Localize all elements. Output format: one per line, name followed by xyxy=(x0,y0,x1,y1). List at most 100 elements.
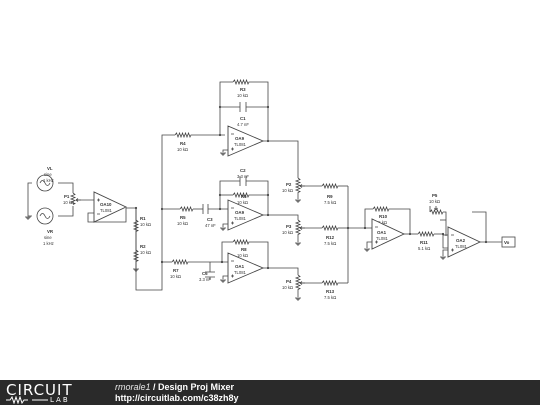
opamp-oa10[interactable] xyxy=(93,191,128,223)
circuitlab-logo[interactable]: CIRCUIT LAB xyxy=(6,381,106,404)
capacitor-c3[interactable] xyxy=(202,204,209,214)
r8-name: R8 xyxy=(241,247,247,252)
source-vr-waveform: sine xyxy=(44,235,52,240)
resistor-r1[interactable] xyxy=(132,219,140,236)
source-vl[interactable] xyxy=(36,174,54,192)
r3-value: 10 kΩ xyxy=(237,93,248,98)
p2-value: 10 kΩ xyxy=(282,188,293,193)
potentiometer-p5[interactable] xyxy=(429,206,444,216)
source-vr-name: VR xyxy=(47,229,54,234)
potentiometer-p2[interactable] xyxy=(294,177,305,193)
p1-name: P1 xyxy=(64,194,70,199)
p4-value: 10 kΩ xyxy=(282,285,293,290)
resistor-r9[interactable] xyxy=(321,182,339,190)
p3-value: 10 kΩ xyxy=(282,230,293,235)
resistor-r4[interactable] xyxy=(174,131,193,139)
opamp-oa9-mid[interactable] xyxy=(227,199,265,231)
output-terminal-vo[interactable] xyxy=(501,236,516,248)
c2-value: 3.3 nF xyxy=(237,174,249,179)
resistor-r6[interactable] xyxy=(232,191,250,199)
r9-value: 7.5 kΩ xyxy=(324,200,336,205)
r6-value: 10 kΩ xyxy=(237,200,248,205)
r9-name: R9 xyxy=(327,194,333,199)
opamp-oa1-bottom[interactable] xyxy=(227,252,265,284)
p1-value: 10 kΩ xyxy=(63,200,74,205)
project-url[interactable]: http://circuitlab.com/c38zh8y xyxy=(115,393,239,403)
oa1-bottom-name: OA1 xyxy=(235,264,245,269)
author-name[interactable]: rmorale1 xyxy=(115,382,151,392)
resistor-r10[interactable] xyxy=(372,205,390,213)
r5-value: 10 kΩ xyxy=(177,221,188,226)
resistor-r11[interactable] xyxy=(417,230,435,238)
vo-label: Vo xyxy=(504,240,510,245)
schematic-canvas: VL sine 1 kHz VR sine 1 kHz P1 10 kΩ OA1… xyxy=(25,78,516,301)
c3-name: C3 xyxy=(207,217,213,222)
project-title: Design Proj Mixer xyxy=(158,382,235,392)
resistor-r8[interactable] xyxy=(232,238,250,246)
logo-wave-icon xyxy=(6,396,48,404)
resistor-r5[interactable] xyxy=(179,205,194,213)
resistor-r13[interactable] xyxy=(321,279,339,287)
r3-name: R3 xyxy=(240,87,246,92)
r11-value: 5.1 kΩ xyxy=(418,246,430,251)
r10-value: 15 kΩ xyxy=(376,220,387,225)
oa1-summing-name: OA1 xyxy=(377,230,387,235)
capacitor-c6[interactable] xyxy=(205,271,215,280)
opamp-oa1-summing[interactable] xyxy=(371,218,406,250)
capacitor-c2[interactable] xyxy=(239,176,247,186)
c3-value: 47 nF xyxy=(205,223,216,228)
oa1-summing-value: TL081 xyxy=(376,236,389,241)
opamp-oa9-top[interactable] xyxy=(227,125,265,157)
p5-name: P5 xyxy=(432,193,438,198)
r12-value: 7.5 kΩ xyxy=(324,241,336,246)
resistor-r2[interactable] xyxy=(132,249,140,268)
ground-symbols xyxy=(25,152,446,301)
potentiometer-p4[interactable] xyxy=(294,274,305,290)
source-vr-freq: 1 kHz xyxy=(43,241,54,246)
c6-name: C6 xyxy=(202,271,208,276)
c2-name: C2 xyxy=(240,168,246,173)
oa10-name: OA10 xyxy=(100,202,112,207)
source-vl-name: VL xyxy=(47,166,53,171)
logo-lab-text: LAB xyxy=(50,396,70,404)
r5-name: R5 xyxy=(180,215,186,220)
source-vr[interactable] xyxy=(36,207,54,225)
p5-value: 10 kΩ xyxy=(429,199,440,204)
logo-circuit-text: CIRCUIT xyxy=(6,381,73,399)
oa2-name: OA2 xyxy=(456,238,466,243)
r6-name: R6 xyxy=(241,194,247,199)
source-vl-freq: 1 kHz xyxy=(43,178,54,183)
r10-name: R10 xyxy=(379,214,388,219)
r4-value: 10 kΩ xyxy=(177,147,188,152)
project-title-line: rmorale1 / Design Proj Mixer xyxy=(115,382,234,392)
potentiometer-p1[interactable] xyxy=(69,192,81,205)
r7-value: 10 kΩ xyxy=(170,274,181,279)
resistor-r3[interactable] xyxy=(232,78,250,86)
wire-network xyxy=(27,81,502,297)
p3-name: P3 xyxy=(286,224,292,229)
r11-name: R11 xyxy=(420,240,428,245)
opamp-oa2[interactable] xyxy=(447,226,482,258)
resistor-r12[interactable] xyxy=(321,224,339,232)
r8-value: 10 kΩ xyxy=(237,253,248,258)
c6-value: 3.3 nF xyxy=(199,277,211,282)
r2-value: 10 kΩ xyxy=(140,250,151,255)
r1-name: R1 xyxy=(140,216,146,221)
oa1-bottom-value: TL081 xyxy=(234,270,247,275)
capacitor-c1[interactable] xyxy=(239,102,247,112)
potentiometer-p3[interactable] xyxy=(294,219,305,236)
oa9-mid-value: TL081 xyxy=(234,216,247,221)
oa9-top-value: TL081 xyxy=(234,142,247,147)
title-separator: / xyxy=(150,382,159,392)
resistor-r7[interactable] xyxy=(171,258,189,266)
r2-name: R2 xyxy=(140,244,146,249)
p2-name: P2 xyxy=(286,182,292,187)
footer-bar: CIRCUIT LAB rmorale1 / Design Proj Mixer… xyxy=(0,380,540,405)
oa9-mid-name: OA9 xyxy=(235,210,245,215)
r7-name: R7 xyxy=(173,268,179,273)
source-vl-waveform: sine xyxy=(44,172,52,177)
c1-name: C1 xyxy=(240,116,246,121)
oa2-value: TL081 xyxy=(455,244,468,249)
oa9-top-name: OA9 xyxy=(235,136,245,141)
r13-name: R13 xyxy=(326,289,335,294)
